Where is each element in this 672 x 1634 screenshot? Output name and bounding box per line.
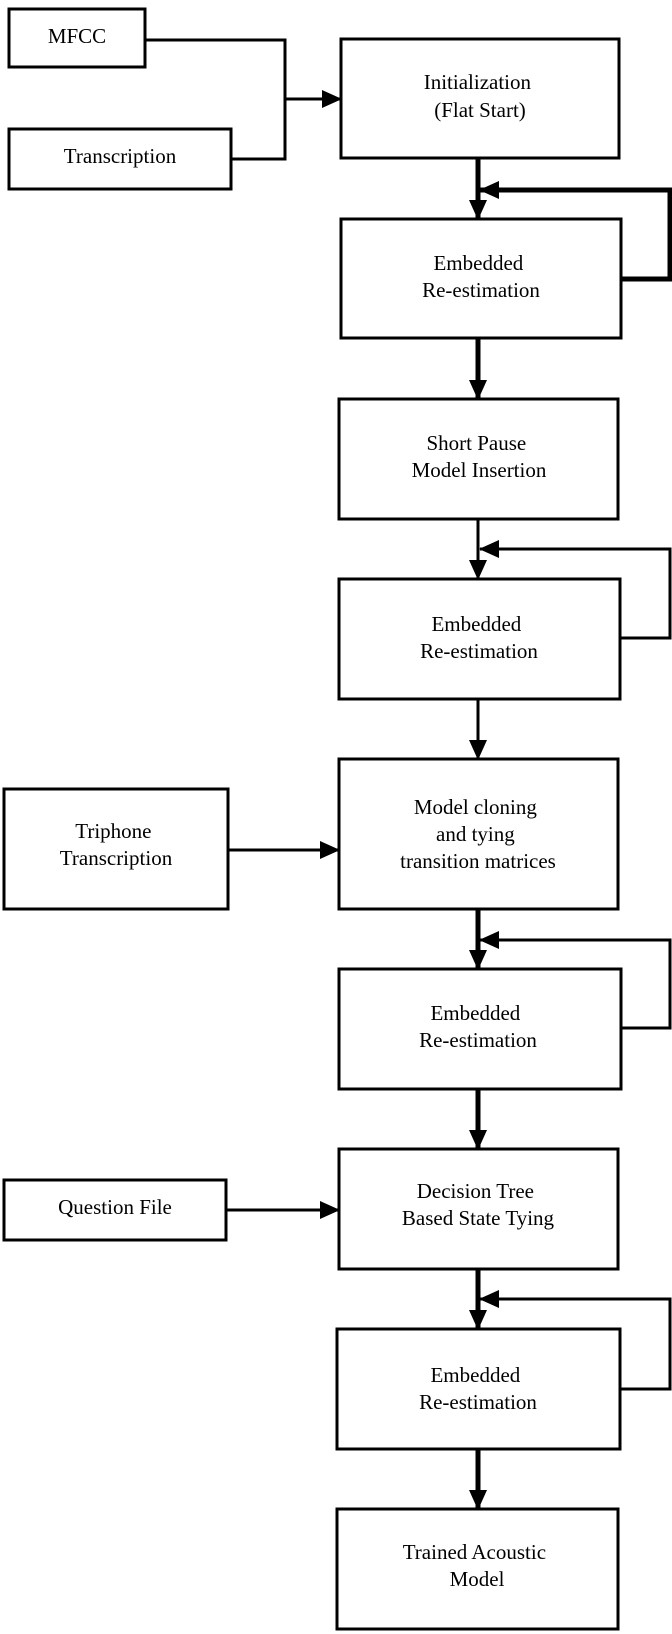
edge-reest3-loop	[479, 931, 672, 1030]
edges-layer	[146, 38, 672, 1510]
node-transcription: Transcription	[7, 127, 233, 191]
node-question-file: Question File	[2, 1178, 228, 1242]
edge-reest1-loop	[479, 181, 672, 282]
node-initialization-label: Initialization (Flat Start)	[424, 70, 537, 122]
node-transcription-label: Transcription	[64, 144, 177, 168]
node-question-file-label: Question File	[58, 1195, 172, 1219]
edge-transcription-to-init	[231, 90, 342, 161]
node-reestimation-1-label: Embedded Re-estimation	[422, 251, 540, 302]
node-mfcc-label: MFCC	[48, 24, 106, 48]
node-trained-acoustic-model: Trained Acoustic Model	[335, 1507, 620, 1631]
node-triphone-transcription: Triphone Transcription	[2, 787, 230, 911]
node-reestimation-4-label: Embedded Re-estimation	[419, 1363, 537, 1414]
node-decision-tree-label: Decision Tree Based State Tying	[402, 1179, 555, 1230]
node-reestimation-3-label: Embedded Re-estimation	[419, 1001, 537, 1052]
node-trained-acoustic-model-label: Trained Acoustic Model	[403, 1540, 552, 1591]
edge-mfcc-to-init	[146, 38, 287, 99]
node-short-pause-insertion: Short Pause Model Insertion	[337, 397, 620, 521]
node-mfcc: MFCC	[7, 7, 147, 69]
node-reestimation-1: Embedded Re-estimation	[339, 217, 623, 340]
node-reestimation-3: Embedded Re-estimation	[337, 967, 623, 1091]
node-reestimation-2-label: Embedded Re-estimation	[420, 612, 538, 663]
edge-reest4-loop	[479, 1290, 672, 1391]
node-reestimation-2: Embedded Re-estimation	[337, 577, 622, 701]
node-short-pause-insertion-label: Short Pause Model Insertion	[412, 431, 547, 482]
node-triphone-transcription-label: Triphone Transcription	[60, 819, 173, 870]
node-model-cloning: Model cloning and tying transition matri…	[337, 757, 620, 911]
edge-reest2-loop	[479, 540, 672, 640]
node-reestimation-4: Embedded Re-estimation	[335, 1327, 622, 1451]
node-decision-tree: Decision Tree Based State Tying	[337, 1147, 620, 1271]
node-initialization: Initialization (Flat Start)	[339, 37, 621, 160]
node-model-cloning-label: Model cloning and tying transition matri…	[400, 795, 556, 873]
